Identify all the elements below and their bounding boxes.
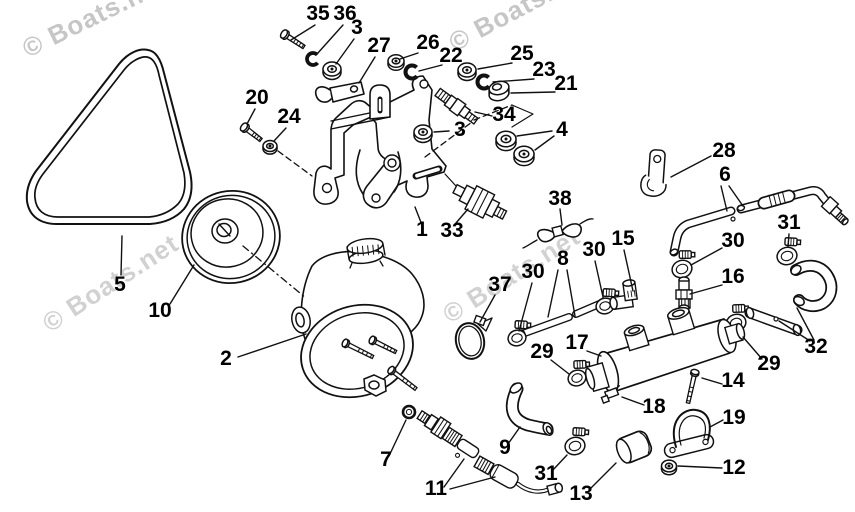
- callout-29: 29: [757, 352, 780, 375]
- callout-30: 30: [521, 260, 544, 283]
- v-belt-drawing: [25, 48, 193, 225]
- callout-5: 5: [114, 273, 126, 296]
- callout-35: 35: [306, 2, 330, 25]
- callout-20: 20: [245, 86, 268, 109]
- callout-31: 31: [534, 462, 558, 485]
- hoses-and-fittings-drawing: [401, 149, 849, 496]
- callout-23: 23: [532, 58, 555, 81]
- callout-18: 18: [642, 395, 666, 418]
- callout-8: 8: [557, 247, 569, 270]
- callout-12: 12: [722, 456, 745, 479]
- callout-6: 6: [719, 163, 731, 186]
- callout-3: 3: [454, 118, 466, 141]
- callout-29: 29: [530, 340, 553, 363]
- callout-9: 9: [499, 436, 511, 459]
- mounting-bracket-drawing: [313, 75, 447, 209]
- callout-7: 7: [380, 448, 392, 471]
- callout-22: 22: [439, 44, 462, 67]
- callout-17: 17: [565, 331, 588, 354]
- assembly-axis-lines: [242, 104, 534, 299]
- callout-30: 30: [721, 229, 744, 252]
- callout-16: 16: [721, 265, 744, 288]
- callout-11: 11: [425, 477, 448, 500]
- callout-27: 27: [367, 34, 390, 57]
- callout-19: 19: [722, 406, 745, 429]
- callout-28: 28: [712, 139, 736, 162]
- callout-14: 14: [721, 369, 745, 392]
- callout-33: 33: [440, 219, 463, 242]
- fasteners-drawing: [239, 29, 678, 476]
- callout-36: 36: [333, 2, 356, 25]
- callout-32: 32: [804, 335, 827, 358]
- callout-2: 2: [220, 347, 232, 370]
- callout-3: 3: [351, 16, 363, 39]
- callout-21: 21: [554, 72, 578, 95]
- callout-1: 1: [416, 218, 428, 241]
- pulley-drawing: [181, 189, 281, 285]
- fluid-cooler-drawing: [584, 306, 746, 459]
- callout-25: 25: [510, 42, 534, 65]
- callout-15: 15: [611, 227, 635, 250]
- callout-26: 26: [416, 31, 439, 54]
- callout-10: 10: [148, 299, 171, 322]
- callout-37: 37: [488, 273, 511, 296]
- callout-24: 24: [277, 105, 301, 128]
- callout-31: 31: [777, 211, 801, 234]
- watermark-text: © Boats.net: [17, 0, 170, 63]
- callout-34: 34: [492, 103, 516, 126]
- power-steering-pump-drawing: [291, 237, 425, 399]
- callout-30: 30: [582, 238, 605, 261]
- callout-38: 38: [548, 187, 572, 210]
- callout-13: 13: [569, 482, 592, 505]
- callout-4: 4: [556, 118, 568, 141]
